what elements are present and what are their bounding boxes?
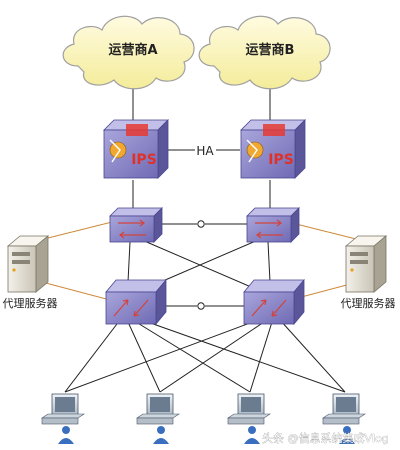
cloud-carrier-a: 运营商A [62, 15, 195, 90]
ips-device-right: IPS [240, 119, 306, 179]
connection-lines [39, 88, 361, 393]
client-pc-3 [227, 393, 271, 444]
ips-label: IPS [268, 152, 294, 168]
client-pc-2 [136, 393, 180, 444]
cloud-label: 运营商B [246, 42, 295, 58]
ha-link-label: HA [196, 144, 214, 158]
access-switch-right [243, 278, 305, 326]
cloud-carrier-b: 运营商B [198, 15, 331, 90]
proxy-server-right: 代理服务器 [341, 235, 396, 310]
proxy-server-left: 代理服务器 [3, 235, 58, 310]
core-switch-right [246, 207, 300, 243]
client-pc-4 [322, 393, 366, 444]
ips-label: IPS [131, 152, 157, 168]
ips-device-left: IPS [103, 119, 169, 179]
link-node-access [197, 302, 205, 310]
client-pc-1 [41, 393, 85, 444]
server-label: 代理服务器 [341, 297, 396, 310]
link-node-core [197, 220, 205, 228]
server-label: 代理服务器 [3, 297, 58, 310]
cloud-label: 运营商A [108, 42, 157, 58]
access-switch-left [105, 278, 167, 326]
core-switch-left [109, 207, 163, 243]
watermark-text: 头条 @信息系统集成Vlog [262, 431, 389, 445]
